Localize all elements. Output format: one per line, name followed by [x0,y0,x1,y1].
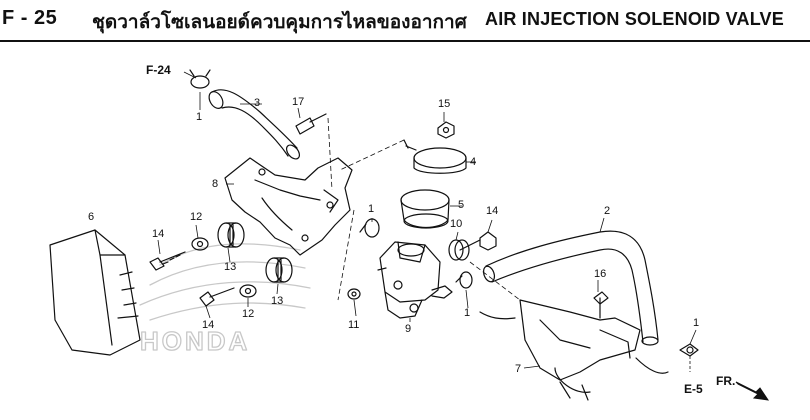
callout-7: 7 [515,363,522,375]
callout-12: 12 [190,211,203,223]
ref-e5: E-5 [684,382,703,396]
callout-14: 14 [486,205,499,217]
part-5-sleeve [400,189,450,229]
part-14-bolt-b [199,287,235,307]
part-17-bolt [295,113,327,135]
part-16-bolt [593,291,609,319]
callout-10: 10 [450,218,463,230]
callout-2: 2 [604,205,611,217]
callout-16: 16 [594,268,607,280]
part-12-washer-a [191,237,209,251]
callout-1: 1 [693,317,700,329]
callout-5: 5 [458,199,465,211]
part-4-band [403,139,467,174]
callout-3: 3 [254,97,261,109]
part-15-nut [437,121,455,139]
part-3-hose [208,89,301,160]
callout-14: 14 [152,228,165,240]
part-6-case [49,229,141,356]
callout-1: 1 [464,307,471,319]
callout-17: 17 [292,96,305,108]
ref-front: FR. [716,374,736,388]
diagram-header: F - 25 ชุดวาล์วโซเลนอยด์ควบคุมการไหลของอ… [0,0,810,42]
callout-4: 4 [470,156,477,168]
part-9-solenoid [377,241,453,319]
part-10-grommet [448,239,470,261]
callout-12: 12 [242,308,255,320]
part-1-clamp-mid [359,218,380,238]
part-7-bracket [479,299,669,401]
callout-1: 1 [368,203,375,215]
front-arrow-icon [735,381,770,401]
part-11-washer [347,288,361,300]
title-english: AIR INJECTION SOLENOID VALVE [485,9,784,29]
callout-11: 11 [348,319,360,331]
part-13-mount-a [217,222,245,248]
part-1-clamp-right [455,271,473,289]
callout-1: 1 [196,111,203,123]
ref-f24: F-24 [146,63,171,77]
leader-lines [157,71,697,372]
part-1-clamp-top [189,69,211,89]
header-divider [0,40,810,42]
watermark-text: HONDA [140,326,250,356]
part-1-clamp-lower [679,343,699,357]
part-2-hose [482,230,659,346]
figure-code: F - 25 [2,7,58,29]
callout-14: 14 [202,319,215,331]
callout-13: 13 [224,261,237,273]
callout-8: 8 [212,178,219,190]
part-14-bolt-a [149,251,186,271]
callout-15: 15 [438,98,451,110]
part-13-mount-b [265,257,293,283]
part-12-washer-b [239,284,257,298]
callout-13: 13 [271,295,284,307]
callout-6: 6 [88,211,95,223]
callout-9: 9 [405,323,412,335]
honda-wing-watermark: HONDA [139,243,311,357]
part-8-bracket [224,157,353,256]
title-thai: ชุดวาล์วโซเลนอยด์ควบคุมการไหลของอากาศ [92,12,467,33]
